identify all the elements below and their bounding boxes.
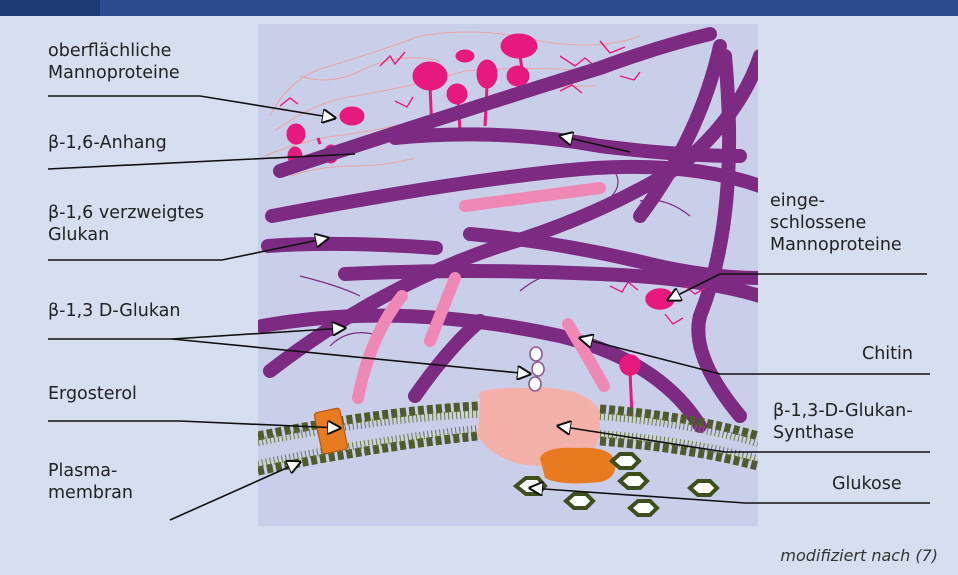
label-glukose: Glukose — [832, 473, 902, 495]
cell-wall-diagram — [0, 16, 958, 575]
ergosterol — [314, 408, 348, 454]
glucan-fibres — [262, 34, 760, 426]
label-enclosed-mannoproteins: einge-schlosseneMannoproteine — [770, 190, 902, 256]
glucan-chain — [529, 347, 544, 391]
figure-credit: modifiziert nach (7) — [780, 546, 938, 565]
label-b13-glukan: β-1,3 D-Glukan — [48, 300, 180, 322]
label-plasmamembran: Plasma-membran — [48, 460, 133, 504]
label-b16-glukan: β-1,6 verzweigtesGlukan — [48, 202, 204, 246]
synthase — [478, 387, 615, 483]
label-ergosterol: Ergosterol — [48, 383, 137, 405]
label-synthase: β-1,3-D-Glukan-Synthase — [773, 400, 913, 444]
label-chitin: Chitin — [862, 343, 913, 365]
header-bar — [0, 0, 958, 16]
header-tab — [0, 0, 100, 16]
label-b16-anhang: β-1,6-Anhang — [48, 132, 167, 154]
label-surface-mannoproteins: oberflächlicheMannoproteine — [48, 40, 180, 84]
figure-frame: oberflächlicheMannoproteine β-1,6-Anhang… — [0, 16, 958, 575]
